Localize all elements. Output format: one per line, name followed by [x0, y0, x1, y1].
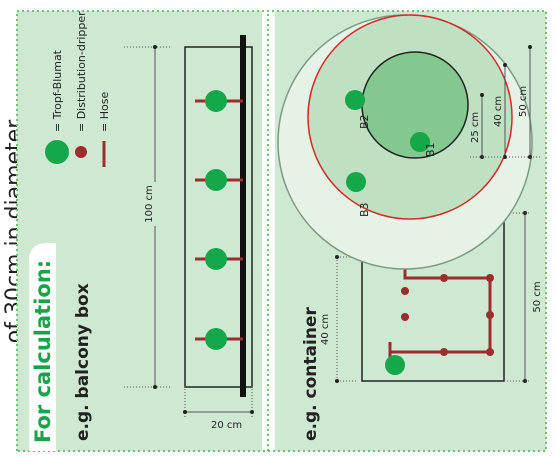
container-dripper: [401, 287, 409, 295]
legend-dripper-icon: [75, 146, 87, 158]
circle-b3-tropf: [346, 172, 366, 192]
container-dripper: [486, 274, 494, 282]
balcony-tropf: [205, 169, 227, 191]
legend-tropf-icon: [45, 140, 69, 164]
container-drawing: 40 cm 50 cm: [320, 211, 543, 383]
container-dripper: [440, 348, 448, 356]
container-dripper: [486, 311, 494, 319]
balcony-width-label: 20 cm: [211, 420, 242, 431]
circle-b1-label: B1: [424, 142, 437, 157]
for-calc-tab: [29, 243, 56, 451]
balcony-length-tick-right: [153, 45, 157, 49]
container-title: e.g. container: [301, 307, 321, 441]
balcony-length-bg: [143, 182, 157, 226]
outer-dotted-border: [16, 10, 547, 452]
circle-b2-tropf: [345, 90, 365, 110]
dim-25-label: 25 cm: [470, 112, 481, 143]
balcony-width-tick: [183, 410, 187, 414]
dim-40-tick: [503, 155, 507, 159]
container-dripper: [486, 348, 494, 356]
balcony-box: 100 cm 20 cm: [124, 35, 254, 431]
dim-40-label: 40 cm: [493, 96, 504, 127]
dim-40-tick: [503, 63, 507, 67]
balcony-width-tick: [250, 410, 254, 414]
container-height-label: 40 cm: [320, 314, 331, 345]
container-width-label: 50 cm: [532, 281, 543, 312]
balcony-title: e.g. balcony box: [73, 283, 93, 441]
container-height-tick: [335, 379, 339, 383]
container-dripper: [401, 313, 409, 321]
upper-panel: [17, 11, 262, 451]
container-dripper: [440, 274, 448, 282]
legend-hose-label: = Hose: [98, 92, 111, 132]
balcony-tropf: [205, 328, 227, 350]
dim-25-tick: [480, 93, 484, 97]
container-height-tick: [335, 255, 339, 259]
container-tropf: [385, 355, 405, 375]
circle-diagram: B1 B2 B3 25 cm 40 cm 50 cm: [277, 14, 540, 270]
balcony-length-label: 100 cm: [144, 185, 155, 223]
legend-dripper-label: = Distribution-dripper: [75, 11, 88, 132]
for-calc-label: For calculation:: [31, 260, 55, 443]
circle-b1-tropf: [410, 132, 430, 152]
balcony-length-tick-left: [153, 385, 157, 389]
circle-b2-label: B2: [358, 114, 371, 129]
dim-50-label: 50 cm: [518, 86, 529, 117]
balcony-tropf: [205, 90, 227, 112]
legend-tropf-label: = Tropf-Blumat: [51, 49, 64, 132]
dim-50-tick: [528, 45, 532, 49]
circle-b3-label: B3: [358, 202, 371, 217]
balcony-tropf: [205, 248, 227, 270]
balcony-box-outline: [184, 46, 253, 388]
legend: = Tropf-Blumat = Distribution-dripper = …: [45, 11, 111, 167]
